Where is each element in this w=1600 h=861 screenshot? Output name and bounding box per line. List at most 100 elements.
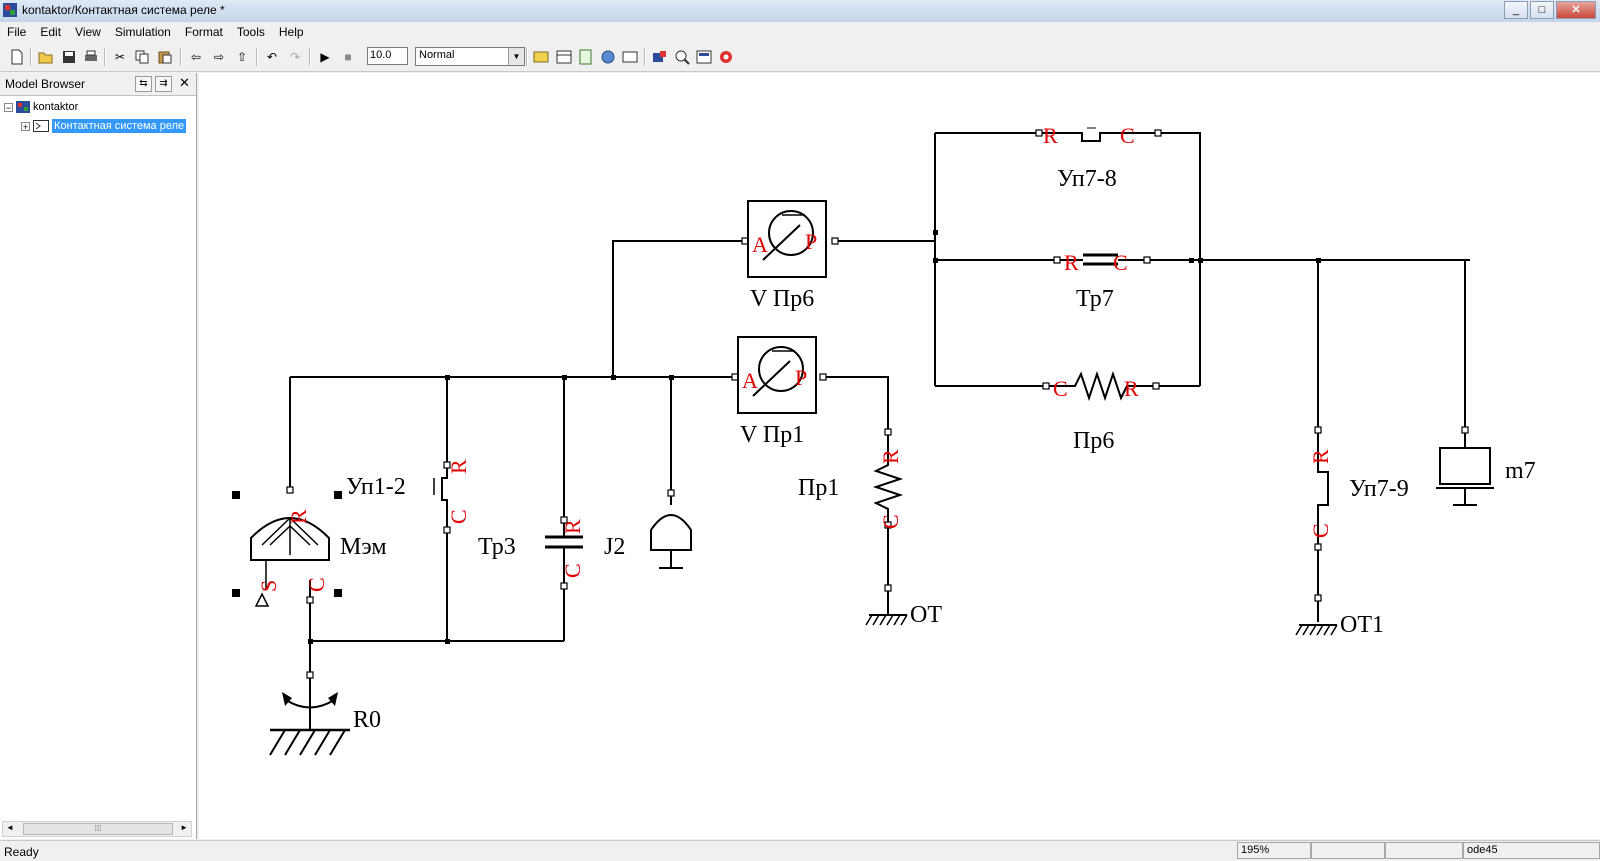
status-text: Ready: [4, 845, 39, 859]
subsystem-icon: [33, 120, 49, 132]
mem-port-r: R: [286, 509, 311, 524]
model-browser-header: Model Browser ⇆ ⇉ ✕: [0, 73, 196, 96]
chevron-down-icon[interactable]: ▼: [508, 48, 524, 65]
new-file-icon[interactable]: [8, 48, 26, 66]
up78-port-r: R: [1043, 123, 1058, 148]
zoom-icon[interactable]: [673, 48, 691, 66]
properties-icon[interactable]: [695, 48, 713, 66]
refresh-icon[interactable]: [577, 48, 595, 66]
close-button[interactable]: ✕: [1556, 1, 1596, 19]
back-arrow-icon[interactable]: ⇦: [190, 50, 202, 64]
pr1-port-c: C: [878, 514, 903, 529]
expand-icon[interactable]: +: [21, 121, 30, 132]
mem-port-s: S: [256, 580, 281, 592]
toolbar: ✂ ⇦ ⇨ ⇧ ↶ ↷ ▶ ■: [0, 43, 1600, 72]
circuit-diagram: R C Уп7-8 R C Тр7 C R Пр6 A P V Пр6 A P …: [232, 123, 1536, 756]
vpr1-port-p: P: [795, 365, 807, 390]
menu-help[interactable]: Help: [278, 25, 304, 39]
m7-block[interactable]: [1439, 447, 1491, 485]
label-r0: R0: [353, 707, 381, 733]
cut-icon[interactable]: ✂: [114, 50, 126, 64]
tree-child-item[interactable]: + Контактная система реле: [21, 119, 187, 133]
model-browser-title: Model Browser: [5, 77, 86, 91]
label-ot: OT: [910, 602, 942, 628]
up79-port-c: C: [1308, 523, 1333, 538]
library-browser-icon[interactable]: [532, 48, 550, 66]
stop-time-input[interactable]: 10.0: [367, 47, 408, 65]
scroll-right-icon[interactable]: ►: [180, 823, 188, 832]
model-explorer-icon[interactable]: [555, 48, 573, 66]
menu-edit[interactable]: Edit: [40, 25, 62, 39]
simulation-mode-value: Normal: [419, 49, 455, 61]
redo-icon[interactable]: ↷: [289, 50, 301, 64]
menu-tools[interactable]: Tools: [236, 25, 265, 39]
label-up79: Уп7-9: [1349, 476, 1409, 502]
model-browser-panel: Model Browser ⇆ ⇉ ✕ − kontaktor + Контак…: [0, 73, 197, 839]
status-bar: Ready 195% ode45: [0, 840, 1600, 861]
mem-port-c: C: [304, 577, 329, 592]
maximize-button[interactable]: □: [1530, 1, 1554, 19]
tr7-port-r: R: [1064, 250, 1079, 275]
scroll-thumb[interactable]: ⁞⁞⁞: [23, 823, 173, 835]
pr6-port-c: C: [1053, 376, 1068, 401]
close-browser-icon[interactable]: ✕: [179, 75, 190, 90]
save-icon[interactable]: [60, 48, 78, 66]
up78-port-c: C: [1120, 123, 1135, 148]
label-ot1: OT1: [1340, 612, 1384, 638]
tree-root-item[interactable]: − kontaktor: [4, 101, 78, 113]
debug-icon[interactable]: [621, 48, 639, 66]
pr1-port-r: R: [878, 449, 903, 464]
menu-view[interactable]: View: [75, 25, 101, 39]
update-diagram-icon[interactable]: [599, 48, 617, 66]
tr3-port-r: R: [560, 519, 585, 534]
menu-format[interactable]: Format: [184, 25, 223, 39]
open-folder-icon[interactable]: [37, 48, 55, 66]
tr3-port-c: C: [560, 563, 585, 578]
tr7-port-c: C: [1113, 250, 1128, 275]
paste-icon[interactable]: [156, 48, 174, 66]
show-masked-icon[interactable]: ⇉: [155, 76, 172, 92]
tree-root-label: kontaktor: [33, 101, 79, 113]
menu-file[interactable]: File: [7, 25, 27, 39]
browser-horizontal-scrollbar[interactable]: ◄ ⁞⁞⁞ ►: [2, 821, 192, 837]
simulation-mode-select[interactable]: Normal ▼: [415, 47, 525, 66]
label-j2: J2: [604, 534, 625, 560]
vpr6-port-p: P: [805, 229, 817, 254]
label-vpr6: V Пр6: [750, 286, 814, 312]
app-icon: [3, 3, 17, 17]
up12-port-r: R: [446, 459, 471, 474]
j2-block[interactable]: [650, 514, 692, 551]
label-tr3: Тр3: [478, 534, 516, 560]
status-cell-empty-2: [1385, 842, 1463, 859]
label-pr6: Пр6: [1073, 428, 1114, 454]
status-cell-empty-1: [1311, 842, 1385, 859]
forward-arrow-icon[interactable]: ⇨: [213, 50, 225, 64]
collapse-icon[interactable]: −: [4, 102, 13, 113]
vpr1-port-a: A: [742, 368, 758, 393]
stop-simulation-icon[interactable]: ■: [344, 50, 352, 64]
diagram-canvas[interactable]: R C Уп7-8 R C Тр7 C R Пр6 A P V Пр6 A P …: [199, 73, 1600, 839]
minimize-button[interactable]: _: [1504, 1, 1528, 19]
label-m7: m7: [1505, 458, 1536, 484]
up79-port-r: R: [1308, 449, 1333, 464]
start-simulation-icon[interactable]: ▶: [320, 50, 330, 64]
show-library-links-icon[interactable]: ⇆: [135, 76, 152, 92]
label-tr7: Тр7: [1076, 286, 1114, 312]
tree-child-label: Контактная система реле: [52, 119, 187, 133]
label-vpr1: V Пр1: [740, 422, 804, 448]
vpr6-port-a: A: [752, 232, 768, 257]
up-arrow-icon[interactable]: ⇧: [236, 50, 248, 64]
settings-icon[interactable]: [717, 48, 735, 66]
label-pr1: Пр1: [798, 475, 839, 501]
label-mem: Мэм: [340, 534, 387, 560]
copy-icon[interactable]: [133, 48, 151, 66]
window-title: kontaktor/Контактная система реле *: [22, 3, 225, 17]
scroll-left-icon[interactable]: ◄: [6, 823, 14, 832]
label-up78: Уп7-8: [1057, 166, 1117, 192]
pr6-port-r: R: [1124, 376, 1139, 401]
build-icon[interactable]: [651, 48, 669, 66]
menu-simulation[interactable]: Simulation: [114, 25, 171, 39]
print-icon[interactable]: [82, 48, 100, 66]
undo-icon[interactable]: ↶: [266, 50, 278, 64]
up12-port-c: C: [446, 509, 471, 524]
